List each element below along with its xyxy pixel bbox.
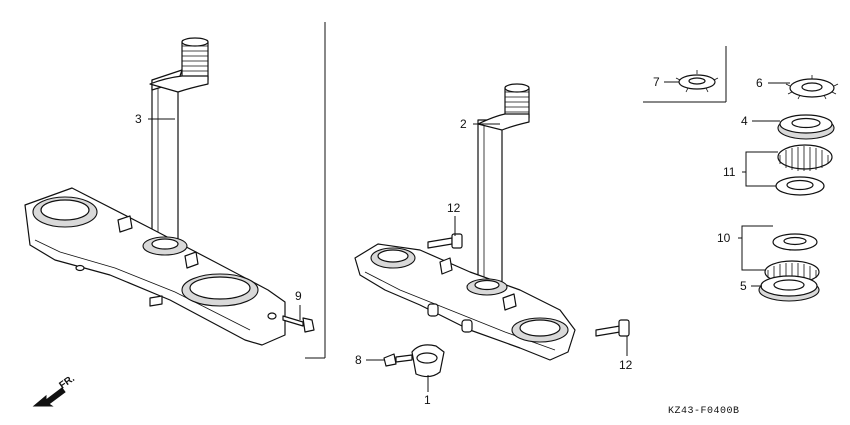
leader-lines [148,81,790,392]
steering-stem-assembly-left [24,37,286,346]
front-direction-indicator: FR. [32,373,77,407]
race-5 [758,275,820,302]
nut-6 [785,75,839,100]
callout-9: 9 [295,289,302,303]
steering-stem-assembly-center [354,83,576,361]
bolt-12-lower [595,319,630,337]
callout-10: 10 [717,231,731,245]
callout-8: 8 [355,353,362,367]
callout-1: 1 [424,393,431,407]
callout-7: 7 [653,75,660,89]
bolt-8 [383,353,413,367]
callout-3: 3 [135,112,142,126]
clamp-1 [411,344,445,378]
bolt-9 [282,315,315,333]
callout-2: 2 [460,117,467,131]
callout-5: 5 [740,279,747,293]
race-4 [777,114,835,140]
washer-7 [675,70,719,93]
callout-6: 6 [756,76,763,90]
callout-12-upper: 12 [447,201,461,215]
callout-12-lower: 12 [619,358,633,372]
frame-lines [305,22,727,359]
callout-labels: 3 2 4 5 6 7 8 1 9 10 11 12 12 [135,75,763,407]
callout-4: 4 [741,114,748,128]
callout-11: 11 [723,165,736,179]
bearing-11 [775,144,833,196]
drawing-code: KZ43-F0400B [668,406,740,417]
front-arrow-icon [32,387,66,407]
bolt-12-upper [427,233,463,249]
